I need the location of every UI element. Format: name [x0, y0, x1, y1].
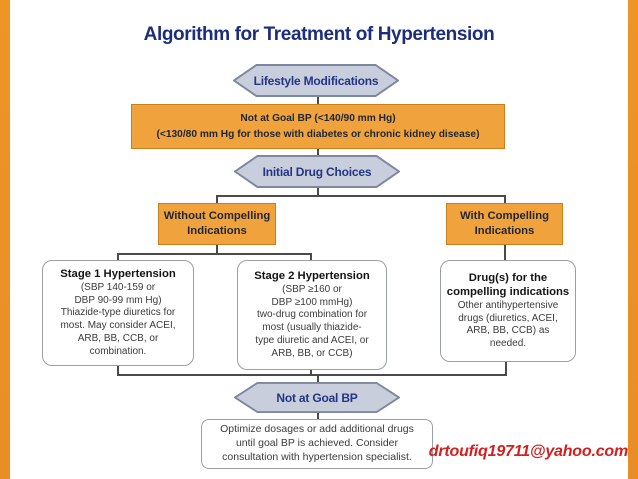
compelling-drugs-body: Other antihypertensive drugs (diuretics,…	[457, 299, 559, 350]
compelling-indications-drugs-box: Drug(s) for the compelling indications O…	[440, 260, 576, 362]
with-compelling-indications-box: With Compelling Indications	[446, 203, 563, 245]
stage2-hypertension-box: Stage 2 Hypertension (SBP ≥160 or DBP ≥1…	[237, 260, 387, 370]
hexagon-shape-icon	[234, 382, 400, 413]
connector	[317, 413, 319, 419]
stage2-heading: Stage 2 Hypertension	[254, 270, 370, 283]
lifestyle-modifications-hexagon: Lifestyle Modifications	[233, 64, 399, 97]
not-at-goal-bp-label: Not at Goal BP	[276, 390, 358, 405]
page-title: Algorithm for Treatment of Hypertension	[143, 24, 495, 45]
connector	[310, 370, 312, 376]
stage2-body: (SBP ≥160 or DBP ≥100 mmHg) two-drug com…	[255, 283, 369, 359]
right-orange-border	[628, 0, 638, 479]
connector	[216, 245, 218, 253]
not-at-goal-bp-criteria-box: Not at Goal BP (<140/90 mm Hg) (<130/80 …	[131, 104, 505, 149]
connector	[117, 253, 119, 260]
connector	[216, 195, 218, 203]
compelling-drugs-heading: Drug(s) for the compelling indications	[446, 271, 570, 299]
left-orange-border	[0, 0, 10, 479]
connector	[117, 374, 507, 376]
connector	[504, 195, 506, 203]
connector	[117, 366, 119, 376]
hexagon-shape-icon	[234, 155, 400, 188]
connector	[317, 149, 319, 155]
connector	[317, 376, 319, 382]
stage1-heading: Stage 1 Hypertension	[60, 268, 176, 281]
connector	[317, 188, 319, 195]
connector	[505, 362, 507, 376]
connector	[310, 253, 312, 260]
not-at-goal-bp-hexagon: Not at Goal BP	[234, 382, 400, 413]
initial-drug-choices-label: Initial Drug Choices	[262, 164, 372, 179]
watermark-email: drtoufiq19711@yahoo.com	[428, 443, 628, 460]
initial-drug-choices-hexagon: Initial Drug Choices	[234, 155, 400, 188]
optimize-dosages-box: Optimize dosages or add additional drugs…	[201, 419, 433, 469]
stage1-body: (SBP 140-159 or DBP 90-99 mm Hg) Thiazid…	[60, 281, 176, 357]
connector	[317, 97, 319, 104]
without-compelling-indications-box: Without Compelling Indications	[158, 203, 276, 245]
hexagon-shape-icon	[233, 64, 399, 97]
connector	[216, 195, 506, 197]
stage1-hypertension-box: Stage 1 Hypertension (SBP 140-159 or DBP…	[42, 260, 194, 366]
connector	[504, 245, 506, 260]
connector	[117, 253, 312, 255]
lifestyle-modifications-label: Lifestyle Modifications	[253, 73, 379, 88]
